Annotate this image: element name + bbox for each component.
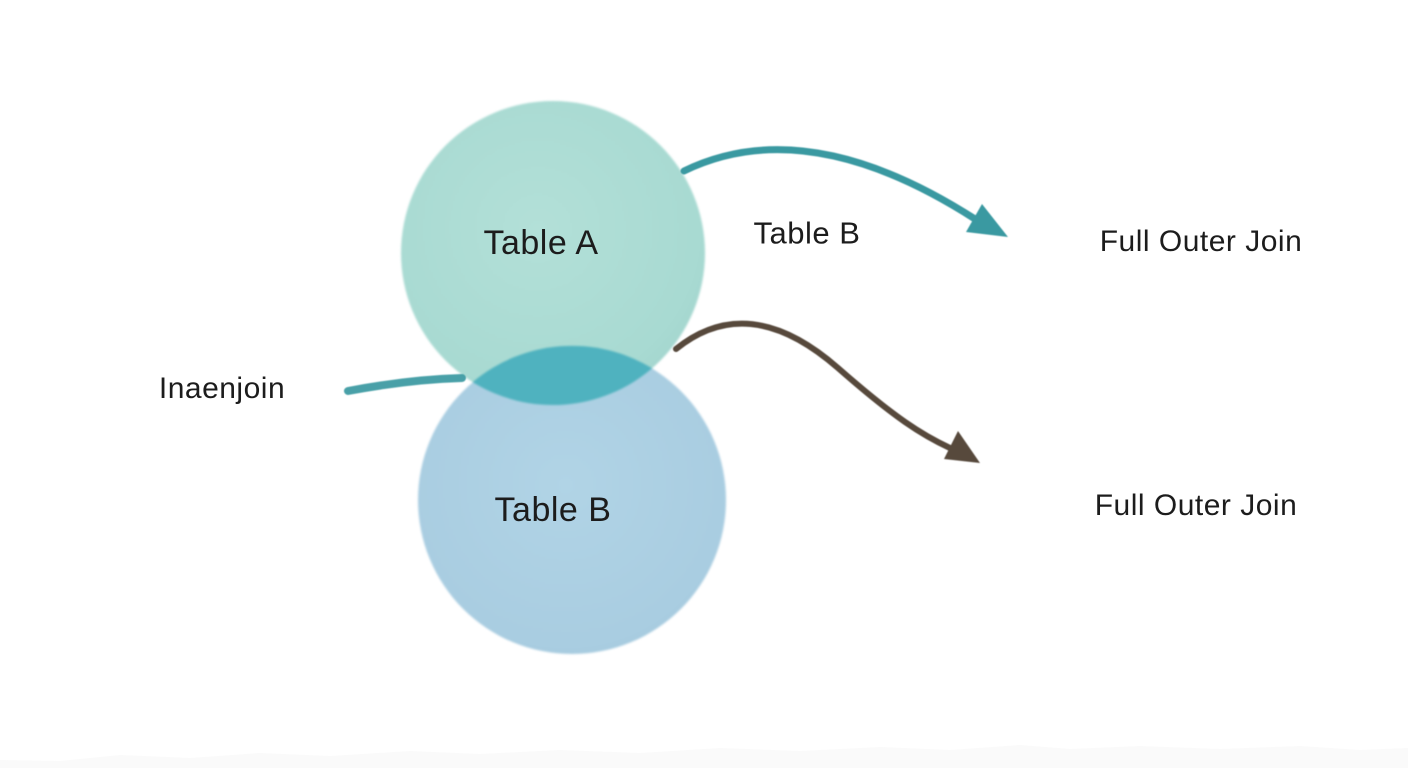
inner-join-connector-line bbox=[344, 374, 466, 395]
venn-circle-table-b bbox=[418, 346, 726, 654]
venn-overlap-region bbox=[472, 345, 653, 406]
brown-arrow-group bbox=[673, 320, 980, 463]
venn-circle-table-a bbox=[401, 101, 705, 405]
teal-arrow-group bbox=[680, 146, 1008, 237]
full-outer-join-top-label: Full Outer Join bbox=[1099, 225, 1303, 258]
brown-arrow-shaft bbox=[673, 320, 953, 451]
venn-group bbox=[401, 101, 726, 654]
inner-join-label: Inaenjoin bbox=[158, 372, 286, 405]
teal-arrow-shaft bbox=[680, 146, 979, 223]
full-outer-join-bottom-label: Full Outer Join bbox=[1094, 489, 1298, 522]
table-b-label: Table B bbox=[494, 491, 612, 529]
table-a-label: Table A bbox=[483, 224, 599, 262]
brown-arrowhead-icon bbox=[944, 431, 980, 463]
bottom-edge-artifact bbox=[0, 745, 1408, 768]
table-b-annotation-label: Table B bbox=[753, 215, 861, 251]
teal-arrowhead-icon bbox=[966, 204, 1008, 237]
